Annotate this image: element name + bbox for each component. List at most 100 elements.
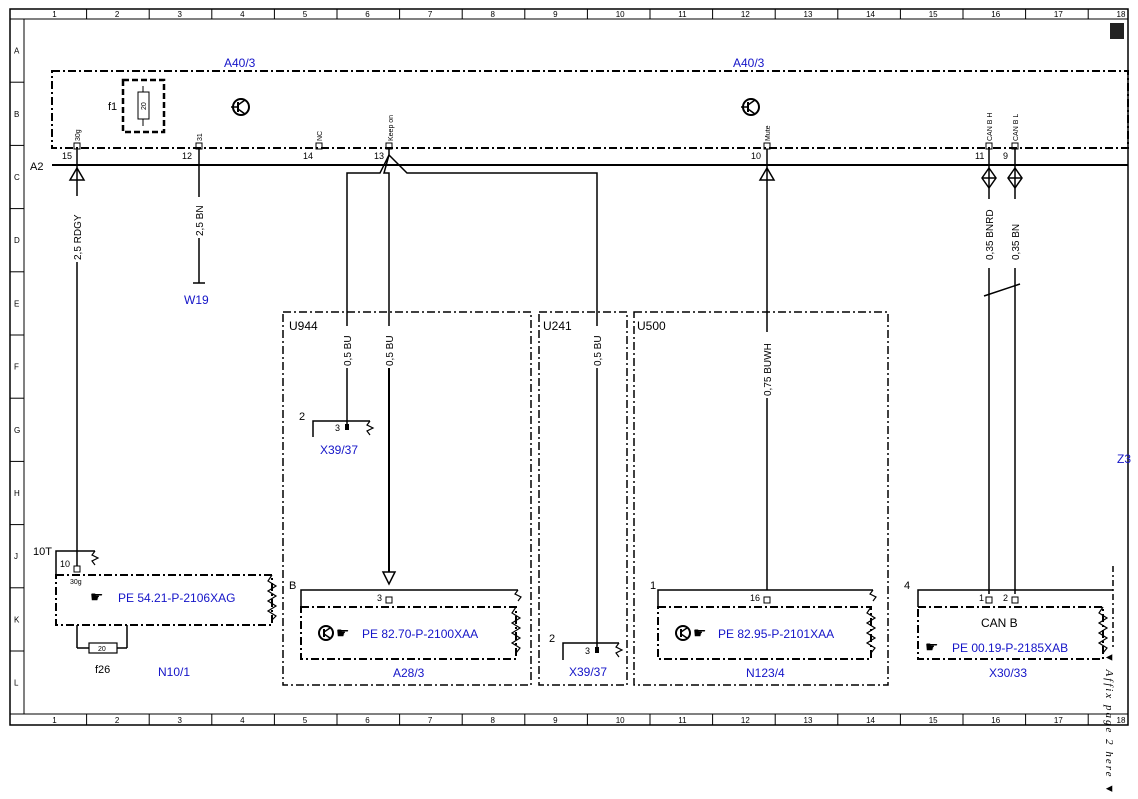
column-number: 11 (678, 10, 687, 19)
column-number: 6 (365, 716, 370, 725)
a40-label-right: A40/3 (733, 56, 765, 70)
column-number: 4 (240, 10, 245, 19)
pointing-hand-icon: ☛ (693, 625, 706, 642)
sheet-corner-icon (1110, 23, 1124, 39)
column-number: 2 (115, 716, 120, 725)
wire-u944-b-label: 0,5 BU (385, 335, 396, 366)
transistor-icon (741, 98, 760, 116)
svg-text:30g: 30g (75, 129, 82, 141)
x30-reference-link[interactable]: PE 00.19-P-2185XAB (952, 641, 1068, 655)
column-number: 8 (491, 716, 496, 725)
n123-pin: 16 (750, 593, 760, 603)
a28-module-box (300, 606, 517, 660)
column-number: 6 (365, 10, 370, 19)
column-number: 4 (240, 716, 245, 725)
row-letter: C (14, 173, 20, 182)
n10-pin-label: 30g (70, 579, 82, 586)
x30-pin-h: 1 (979, 593, 984, 603)
wire-mute-label: 0,75 BUWH (763, 343, 774, 396)
column-number: 3 (178, 10, 183, 19)
x39-b-name: X39/37 (569, 665, 607, 679)
wire-canh-label: 0,35 BNRD (985, 209, 996, 260)
fuse-f26-body (88, 642, 118, 654)
x39-a-zigzag (366, 420, 375, 436)
svg-text:15: 15 (62, 151, 72, 161)
column-number: 13 (804, 716, 813, 725)
fuse-f1-rating: 20 (141, 102, 148, 110)
a40-label-left: A40/3 (224, 56, 256, 70)
pin-can-b-l: CAN B L 9 (1003, 114, 1020, 161)
a28-reference-link[interactable]: PE 82.70-P-2100XAA (362, 627, 478, 641)
twisted-pair-marker (983, 283, 1021, 297)
x30-pin-l: 2 (1003, 593, 1008, 603)
n123-reference-link[interactable]: PE 82.95-P-2101XAA (718, 627, 834, 641)
column-number: 15 (929, 716, 938, 725)
wire-u944-a-label: 0,5 BU (343, 335, 354, 366)
arrow-down-icon (381, 571, 397, 586)
column-number: 14 (866, 716, 875, 725)
group-u500-label: U500 (637, 319, 666, 333)
svg-text:9: 9 (1003, 151, 1008, 161)
pin-30g: 30g 15 (62, 129, 82, 161)
column-number: 14 (866, 10, 875, 19)
a40-module-box (51, 70, 1129, 149)
svg-text:14: 14 (303, 151, 313, 161)
x39-b-position: 2 (549, 633, 555, 645)
group-u500-box (633, 311, 889, 686)
x39-a-pin: 3 (335, 423, 340, 433)
x30-module-box (917, 606, 1104, 660)
row-letter: A (14, 47, 20, 56)
z-label: Z3 (1117, 452, 1131, 466)
x39-a-name: X39/37 (320, 443, 358, 457)
column-number: 10 (616, 10, 625, 19)
pointing-hand-icon: ☛ (925, 639, 938, 656)
n10-reference-link[interactable]: PE 54.21-P-2106XAG (118, 591, 235, 605)
group-u241-box (538, 311, 628, 686)
svg-text:12: 12 (182, 151, 192, 161)
fuse-f1-box (121, 78, 166, 134)
pointing-hand-icon: ☛ (336, 625, 349, 642)
x39-a-position: 2 (299, 411, 305, 423)
pin-nc: NC 14 (303, 131, 324, 161)
a2-label: A2 (30, 161, 43, 173)
column-number: 18 (1117, 716, 1126, 725)
svg-text:CAN B L: CAN B L (1013, 114, 1020, 141)
fuse-f26-rating: 20 (98, 646, 106, 653)
pin-keep-on: Keep on 13 (374, 115, 395, 161)
x30-position: 4 (904, 580, 910, 592)
wire-30g-label: 2,5 RDGY (73, 214, 84, 260)
x39-b-pin: 3 (585, 646, 590, 656)
wire-canl-label: 0,35 BN (1011, 224, 1022, 260)
column-number: 11 (678, 716, 687, 725)
column-number: 7 (428, 10, 433, 19)
row-letter: B (14, 110, 19, 119)
column-number: 1 (52, 716, 57, 725)
ground-w19: W19 (184, 293, 209, 307)
svg-text:31: 31 (197, 133, 204, 141)
column-number: 5 (303, 716, 308, 725)
transistor-icon (675, 625, 691, 641)
column-number: 18 (1117, 10, 1126, 19)
svg-text:10: 10 (751, 151, 761, 161)
column-number: 10 (616, 716, 625, 725)
n10-pin: 10 (60, 559, 70, 569)
row-letter: F (14, 363, 19, 372)
column-number: 2 (115, 10, 120, 19)
pointing-hand-icon: ☛ (90, 589, 103, 606)
n10-fuse-block-label: 10T (33, 546, 52, 558)
column-number: 12 (741, 10, 750, 19)
column-number: 3 (178, 716, 183, 725)
sheet-frame (9, 8, 1129, 726)
svg-text:Keep on: Keep on (388, 115, 395, 141)
n123-position: 1 (650, 580, 656, 592)
column-number: 5 (303, 10, 308, 19)
column-number: 16 (991, 10, 1000, 19)
a28-pin: 3 (377, 593, 382, 603)
column-number: 1 (52, 10, 57, 19)
column-number: 12 (741, 716, 750, 725)
n123-name: N123/4 (746, 666, 785, 680)
wire-31-label: 2,5 BN (195, 205, 206, 236)
n10-name: N10/1 (158, 665, 190, 679)
